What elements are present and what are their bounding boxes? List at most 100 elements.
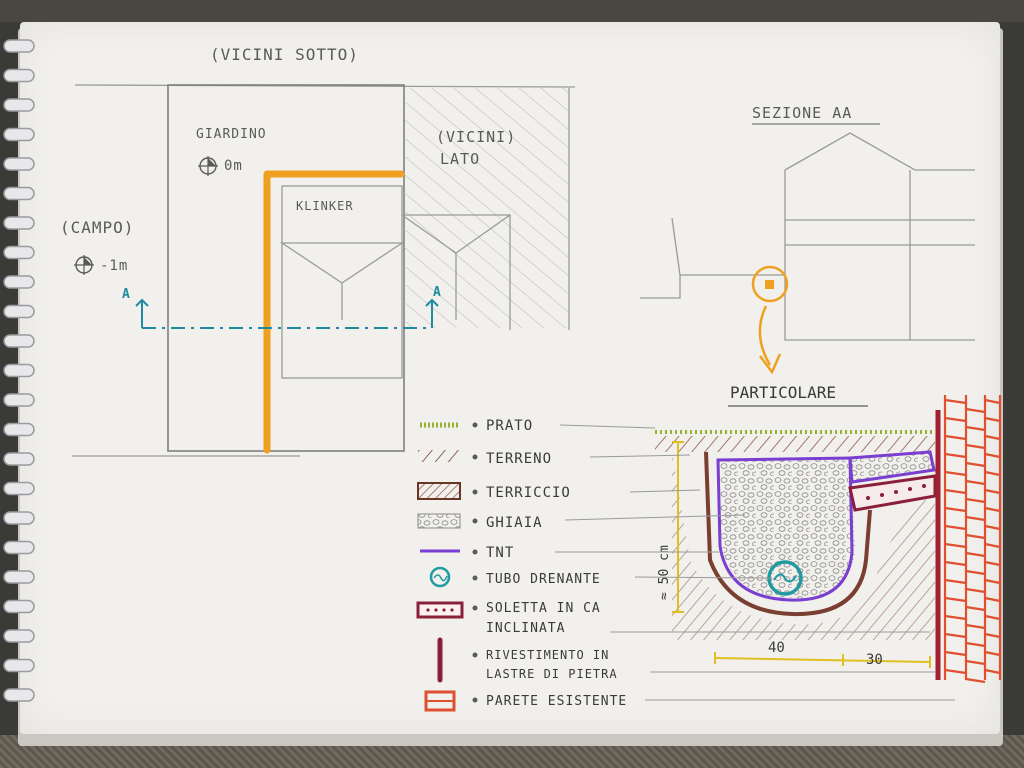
spiral-ring: [3, 422, 35, 437]
brick-course: [944, 578, 967, 585]
brick-course: [984, 542, 1001, 549]
brick-course: [944, 434, 967, 441]
legend: PRATO TERRENO TERRICCIO GHIAIA TNT TUBO …: [416, 418, 955, 712]
detail-terreno-surround: [672, 452, 935, 640]
side-neighbour-hatch: [404, 88, 569, 328]
brick-course: [965, 425, 986, 432]
spiral-ring: [3, 216, 35, 230]
brick-course: [944, 470, 967, 477]
detail-width-a-label: 40: [768, 640, 785, 656]
section-ground: [640, 217, 785, 299]
detail-callout-square: [765, 280, 774, 289]
detail-upper-gravel: [848, 450, 936, 484]
detail-tnt-fabric: [716, 456, 854, 602]
brick-course: [984, 632, 1001, 639]
label-vicini-lato-2: LATO: [440, 150, 480, 168]
spiral-ring: [3, 127, 35, 142]
brick-course: [984, 506, 1001, 513]
klinker-building: [281, 185, 403, 379]
detail-callout-circle: [751, 265, 789, 303]
desk-background-top: [0, 0, 1024, 22]
spiral-ring: [3, 658, 35, 673]
spiral-ring: [3, 363, 35, 378]
brick-course: [944, 596, 967, 603]
label-giardino: GIARDINO: [196, 127, 267, 142]
spiral-ring: [3, 68, 35, 83]
plan-top-line: [74, 84, 576, 88]
level-marker-giardino-icon: [198, 156, 218, 176]
spiral-ring: [3, 481, 35, 496]
detail-existing-wall: [943, 395, 1002, 684]
label-campo-level: -1m: [100, 258, 128, 274]
detail-gravel-fill: [718, 458, 855, 599]
label-campo: (CAMPO): [60, 218, 134, 237]
detail-title: PARTICOLARE: [730, 383, 836, 402]
label-klinker: KLINKER: [296, 199, 354, 213]
brick-course: [944, 488, 967, 495]
brick-course: [965, 497, 986, 504]
spiral-ring: [3, 570, 35, 584]
legend-label-terriccio: TERRICCIO: [486, 485, 571, 501]
brick-course: [984, 416, 1001, 423]
brick-course: [965, 605, 986, 612]
detail-terreno-top: [655, 436, 935, 452]
brick-course: [984, 434, 1001, 441]
brick-course: [965, 407, 986, 414]
spiral-ring: [3, 186, 35, 201]
brick-course: [984, 560, 1001, 567]
brick-course: [965, 677, 986, 684]
brick-course: [984, 650, 1001, 657]
spiral-ring: [3, 304, 35, 319]
detail-arrow-head-icon: [759, 353, 782, 375]
klinker-annex: [401, 214, 511, 330]
brick-course: [965, 569, 986, 576]
label-vicini-lato-1: (VICINI): [436, 128, 516, 146]
brick-course: [984, 452, 1001, 459]
section-arrow-right: [425, 298, 439, 328]
detail-callout-arrow: [758, 305, 772, 366]
spiral-ring: [3, 157, 35, 171]
legend-label-ghiaia: GHIAIA: [486, 515, 543, 531]
brick-course: [944, 614, 967, 621]
detail-slab-dots: [866, 484, 926, 500]
drainage-detail: ≈ 50 cm 40 30: [655, 395, 1002, 684]
section-mark-right: A: [433, 285, 441, 300]
brick-course: [984, 596, 1001, 603]
brick-course: [965, 551, 986, 558]
detail-inclined-slab: [848, 474, 937, 512]
brick-course: [965, 479, 986, 486]
brick-course: [944, 416, 967, 423]
section-house: [784, 132, 975, 341]
brick-course: [984, 578, 1001, 585]
legend-label-terreno: TERRENO: [486, 451, 552, 467]
legend-label-rivestimento-2: LASTRE DI PIETRA: [486, 667, 618, 681]
brick-course: [965, 623, 986, 630]
brick-course: [944, 542, 967, 549]
brick-course: [944, 524, 967, 531]
legend-label-prato: PRATO: [486, 418, 533, 434]
klinker-roof: [279, 242, 405, 320]
spiral-ring: [3, 599, 35, 614]
label-giardino-level: 0m: [224, 158, 243, 174]
section-title: SEZIONE AA: [752, 104, 852, 122]
brick-course: [944, 632, 967, 639]
brick-course: [965, 443, 986, 450]
brick-course: [944, 668, 967, 675]
legend-label-parete: PARETE ESISTENTE: [486, 694, 627, 709]
section-mark-left: A: [122, 287, 130, 302]
detail-width-dimension: [714, 657, 931, 663]
spiral-rings: [3, 39, 35, 702]
detail-width-b-label: 30: [866, 652, 883, 668]
spiral-ring: [3, 688, 35, 702]
detail-depth-label: ≈ 50 cm: [657, 545, 672, 600]
legend-swatch-terreno: [418, 450, 460, 462]
spiral-ring: [3, 275, 35, 289]
brick-course: [984, 668, 1001, 675]
spiral-ring: [3, 452, 35, 466]
legend-label-soletta-1: SOLETTA IN CA: [486, 601, 601, 616]
brick-course: [965, 515, 986, 522]
level-marker-campo-icon: [74, 255, 94, 275]
label-vicini-sotto: (VICINI SOTTO): [210, 45, 359, 64]
spiral-ring: [3, 540, 35, 555]
